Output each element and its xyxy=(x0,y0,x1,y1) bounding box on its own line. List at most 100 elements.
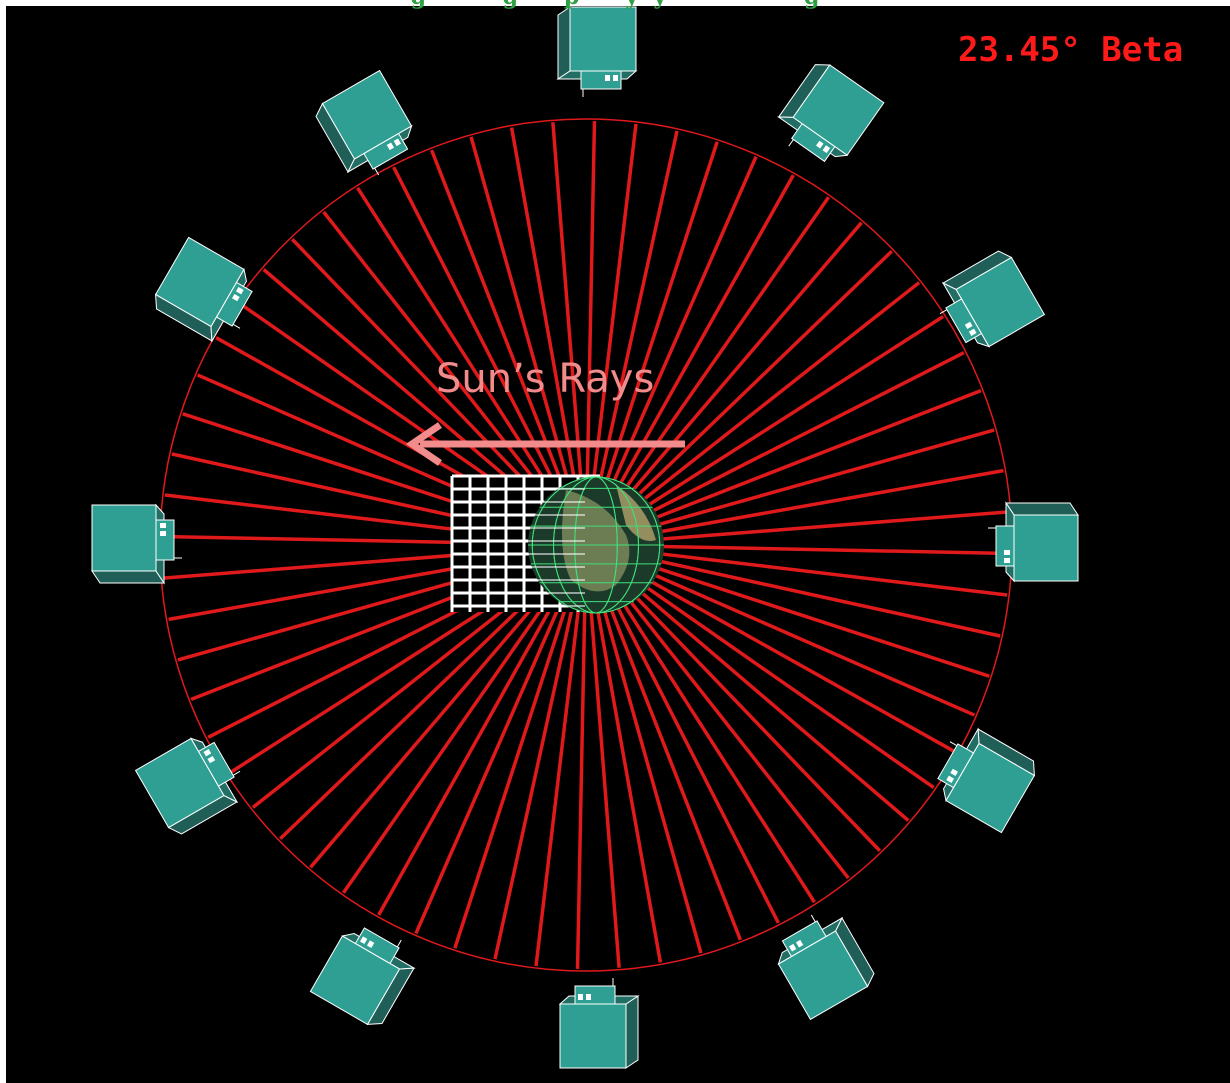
ray-line xyxy=(646,468,1004,536)
spacecraft-icon xyxy=(154,236,253,343)
arrow-head xyxy=(405,422,442,466)
ray-line xyxy=(534,606,581,967)
ray-line xyxy=(624,221,863,500)
spacecraft-window xyxy=(235,287,244,295)
spacecraft-group xyxy=(91,6,1079,1069)
ray-line xyxy=(309,590,548,869)
ray-line xyxy=(429,149,566,488)
spacecraft-window xyxy=(1004,558,1010,563)
frame-top-edge xyxy=(0,0,1230,6)
spacecraft-window xyxy=(360,936,368,945)
ray-line xyxy=(341,594,552,894)
ray-line xyxy=(595,605,663,963)
ray-line xyxy=(647,510,1009,542)
spacecraft-window xyxy=(613,75,618,81)
spacecraft-module xyxy=(580,70,622,90)
ray-line xyxy=(617,596,816,904)
ray-line xyxy=(640,351,965,519)
ray-line xyxy=(622,592,850,880)
ray-line xyxy=(635,579,935,790)
spacecraft-window xyxy=(586,994,591,1000)
spacecraft-side xyxy=(1005,502,1079,516)
spacecraft-icon xyxy=(776,64,885,163)
spacecraft-window xyxy=(964,321,973,330)
spacecraft-window xyxy=(950,768,959,777)
ray-line xyxy=(614,174,795,492)
spacecraft-icon xyxy=(309,927,416,1026)
ray-line xyxy=(551,122,583,484)
ray-line xyxy=(645,428,995,530)
ray-line xyxy=(633,281,921,509)
spacecraft-antenna xyxy=(788,139,794,147)
spacecraft-module xyxy=(574,985,616,1005)
spacecraft-module xyxy=(215,281,253,327)
ray-line xyxy=(392,166,560,491)
spacecraft-body xyxy=(559,1003,627,1069)
spacecraft-window xyxy=(605,75,610,81)
arrow-left-icon xyxy=(405,422,685,466)
ray-line xyxy=(643,388,982,525)
ray-line xyxy=(509,127,577,485)
beta-angle-label: 23.45° Beta xyxy=(958,30,1184,70)
ray-lines xyxy=(162,121,1010,969)
ray-line xyxy=(637,315,945,514)
ray-line xyxy=(279,586,543,841)
spacecraft-module xyxy=(354,927,400,965)
ray-line xyxy=(647,550,1008,597)
ray-line xyxy=(290,238,545,502)
ray-line xyxy=(575,606,587,969)
ray-line xyxy=(631,583,910,822)
spacecraft-icon xyxy=(558,978,640,1069)
spacecraft-window xyxy=(822,145,831,154)
spacecraft-window xyxy=(366,940,375,949)
spacecraft-module xyxy=(155,519,175,561)
earth-land xyxy=(616,485,656,541)
ray-line xyxy=(646,556,1001,638)
spacecraft-icon xyxy=(988,501,1079,583)
earth-globe-icon xyxy=(520,475,664,614)
spacecraft-window xyxy=(207,755,216,764)
spacecraft-module xyxy=(995,525,1015,567)
ray-line xyxy=(644,562,990,678)
spacecraft-window xyxy=(393,138,401,147)
ray-line xyxy=(453,603,569,949)
ray-line xyxy=(606,602,743,941)
ray-line xyxy=(585,121,597,484)
spacecraft-window xyxy=(946,775,955,783)
spacecraft-antenna xyxy=(232,770,241,776)
spacecraft-window xyxy=(231,293,240,302)
spacecraft-antenna xyxy=(396,939,402,948)
ray-line xyxy=(414,601,563,935)
spacecraft-side xyxy=(625,995,639,1069)
spacecraft-window xyxy=(160,523,166,528)
spacecraft-icon xyxy=(134,737,241,835)
spacecraft-module xyxy=(791,122,836,163)
ray-line xyxy=(251,581,539,809)
spacecraft-window xyxy=(815,140,824,149)
ray-line xyxy=(377,598,558,916)
ray-line xyxy=(609,155,758,489)
ray-line xyxy=(629,249,893,504)
ray-line xyxy=(601,604,703,954)
banner-text: g g p y y g xyxy=(0,0,1230,10)
ray-line xyxy=(647,544,1010,556)
ray-line xyxy=(493,605,575,960)
spacecraft-icon xyxy=(937,727,1036,834)
spacecraft-icon xyxy=(777,914,875,1021)
spacecraft-window xyxy=(160,531,166,536)
spacecraft-icon xyxy=(91,503,182,585)
spacecraft-window xyxy=(386,142,395,151)
ray-line xyxy=(603,141,719,487)
spacecraft-antenna xyxy=(810,914,816,923)
frame-left-edge xyxy=(0,0,6,1083)
spacecraft-body xyxy=(91,504,157,572)
ray-line xyxy=(262,268,541,507)
spacecraft-antenna xyxy=(949,741,958,747)
ray-line xyxy=(469,136,571,486)
ray-line xyxy=(322,210,550,498)
spacecraft-window xyxy=(795,939,804,948)
spacecraft-window xyxy=(789,943,797,952)
spacecraft-icon xyxy=(939,250,1046,348)
spacecraft-window xyxy=(203,749,212,757)
